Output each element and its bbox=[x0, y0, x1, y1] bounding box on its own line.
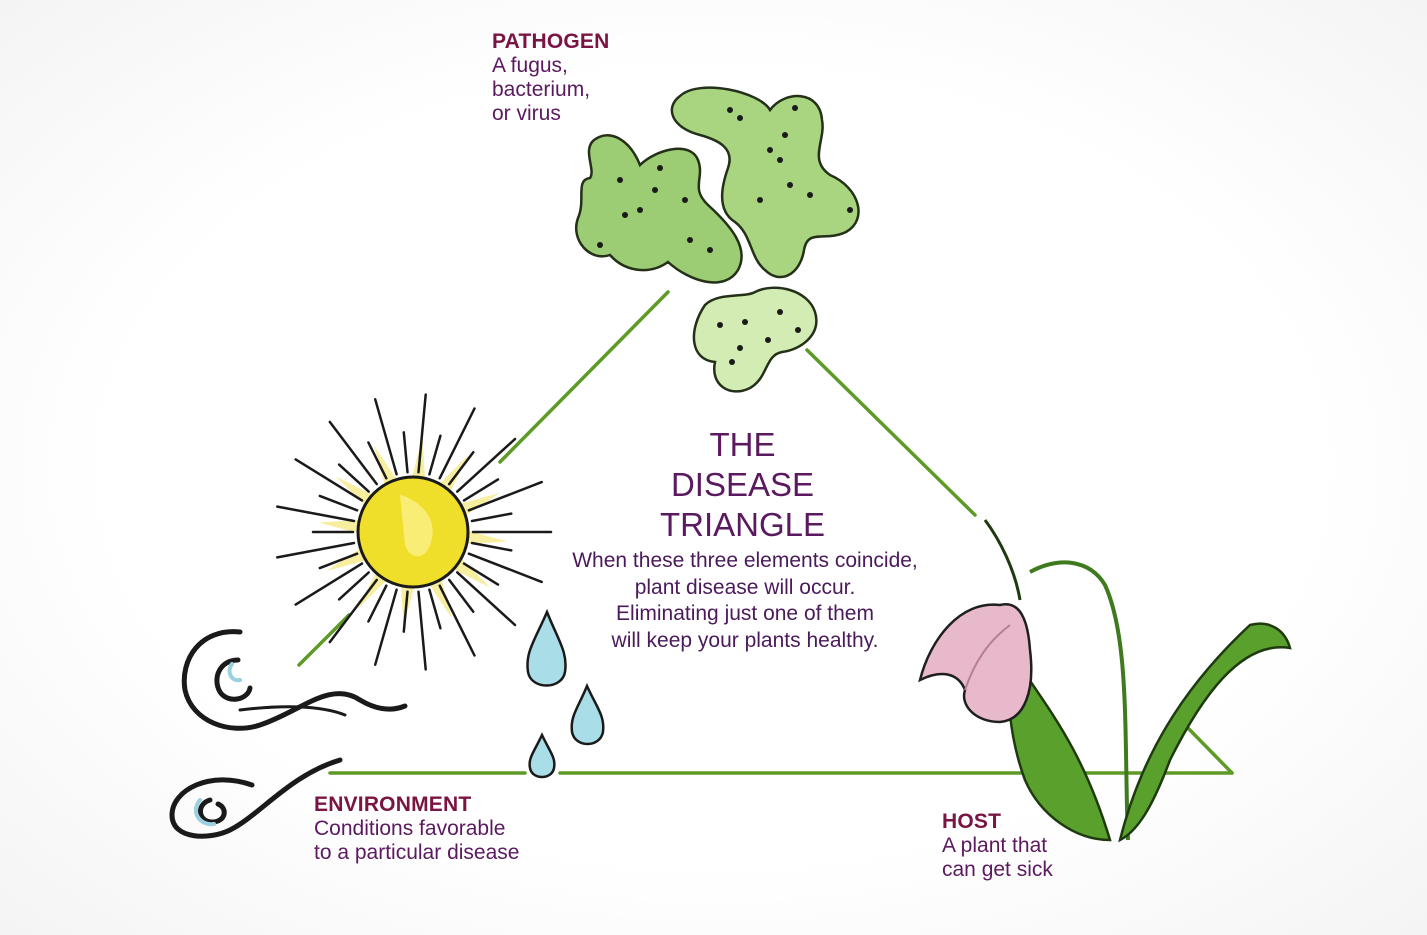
sun-ray bbox=[428, 434, 442, 476]
sun-ray bbox=[402, 590, 409, 633]
host-description-line: A plant that bbox=[942, 834, 1048, 858]
sun-glow bbox=[439, 454, 469, 492]
diagram-title: THE DISEASE TRIANGLE bbox=[600, 425, 885, 545]
wind-swirl-icon bbox=[169, 629, 408, 839]
sun-ray bbox=[402, 431, 409, 474]
triangle-outline bbox=[297, 290, 1234, 775]
host-heading: HOST bbox=[942, 810, 1002, 833]
sun-glow bbox=[460, 493, 500, 516]
sun-ray bbox=[294, 562, 364, 606]
sun-glow bbox=[318, 520, 360, 534]
title-line: THE bbox=[709, 426, 776, 463]
sun-glow bbox=[335, 476, 373, 506]
note-line: plant disease will occur. bbox=[634, 575, 856, 599]
sun-ray bbox=[438, 584, 476, 657]
pathogen-description-line: A fugus, bbox=[492, 54, 568, 78]
title-line: DISEASE bbox=[670, 466, 815, 503]
sun-glow bbox=[429, 579, 452, 619]
pathogen-description-line: bacterium, bbox=[492, 78, 591, 102]
title-line: TRIANGLE bbox=[659, 506, 826, 543]
sun-ray bbox=[456, 571, 517, 627]
sun-ray bbox=[462, 478, 500, 502]
environment-heading: ENVIRONMENT bbox=[314, 793, 472, 816]
note-line: When these three elements coincide, bbox=[572, 549, 918, 572]
environment-description-line: to a particular disease bbox=[314, 841, 520, 865]
sun-glow bbox=[326, 548, 366, 571]
sun-ray bbox=[417, 393, 427, 474]
sun-ray bbox=[276, 541, 356, 559]
sun-ray bbox=[373, 398, 398, 476]
pathogen-cells-icon bbox=[575, 86, 860, 393]
pathogen-description-line: or virus bbox=[492, 102, 561, 126]
sun-ray bbox=[470, 541, 513, 552]
sun-glow bbox=[453, 558, 491, 588]
sun-ray bbox=[337, 463, 370, 493]
tulip-flower-icon bbox=[918, 519, 1292, 843]
sun-ray bbox=[417, 590, 427, 671]
sun-ray bbox=[467, 552, 543, 584]
environment-description-line: Conditions favorable bbox=[314, 817, 506, 841]
sun-ray bbox=[328, 578, 379, 644]
sun-ray bbox=[462, 562, 500, 586]
pathogen-label: PATHOGEN A fugus, bacterium, or virus bbox=[492, 30, 610, 127]
sun-ray bbox=[447, 450, 475, 486]
water-drops-icon bbox=[526, 608, 605, 779]
diagram-note: When these three elements coincide, plan… bbox=[540, 548, 950, 654]
host-label: HOST A plant that can get sick bbox=[942, 810, 1053, 882]
sun-ray bbox=[318, 552, 359, 570]
sun-ray bbox=[428, 588, 442, 630]
sun-ray bbox=[367, 441, 388, 480]
sun-ray bbox=[276, 505, 356, 523]
sun-ray bbox=[470, 512, 513, 523]
sun-ray bbox=[456, 437, 517, 493]
pathogen-heading: PATHOGEN bbox=[492, 30, 610, 53]
sun-ray bbox=[337, 571, 370, 601]
sun-ray bbox=[294, 458, 364, 502]
sun-ray bbox=[447, 578, 475, 614]
sun-ray bbox=[367, 584, 388, 623]
sun-ray bbox=[438, 407, 476, 480]
environment-label: ENVIRONMENT Conditions favorable to a pa… bbox=[314, 793, 519, 865]
sun-ray bbox=[373, 588, 398, 666]
host-description-line: can get sick bbox=[942, 858, 1053, 882]
sun-ray bbox=[328, 420, 379, 486]
sun-glow bbox=[357, 572, 387, 610]
sun-ray bbox=[467, 480, 543, 512]
sun-glow bbox=[466, 530, 508, 544]
sun-icon bbox=[276, 393, 553, 671]
note-line: will keep your plants healthy. bbox=[611, 628, 879, 652]
sun-glow bbox=[374, 445, 397, 485]
note-line: Eliminating just one of them bbox=[616, 602, 874, 625]
sun-ray bbox=[318, 494, 359, 512]
